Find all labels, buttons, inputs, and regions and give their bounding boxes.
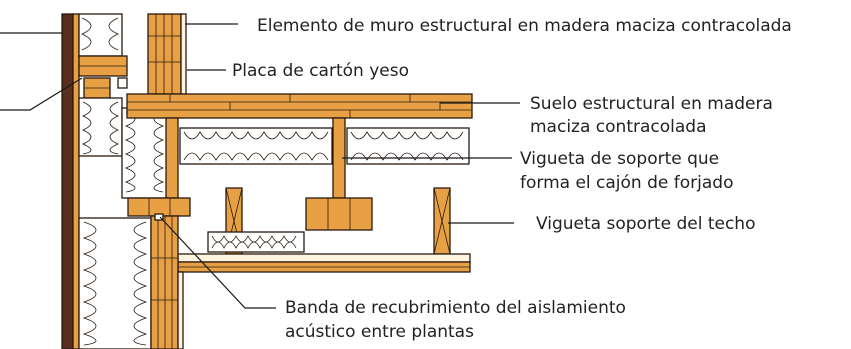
- ceiling-insulation: [207, 231, 305, 253]
- support-joist-right: [305, 117, 373, 231]
- label-ceiling-joist: Vigueta soporte del techo: [536, 214, 755, 234]
- ceiling-boards: [177, 253, 471, 273]
- exterior-cladding: [61, 13, 80, 349]
- exterior-insulation-lower: [78, 217, 152, 349]
- label-band-line1: Banda de recubrimiento del aislamiento: [285, 298, 626, 318]
- exterior-insulation-middle: [78, 97, 123, 157]
- clt-floor-slab: [126, 93, 473, 119]
- upper-clt-wall-element: [147, 13, 182, 95]
- support-joist-left: [127, 117, 191, 217]
- wall-header-beam: [78, 55, 128, 99]
- label-joist-line2: forma el cajón de forjado: [520, 173, 733, 193]
- acoustic-band: [154, 213, 164, 221]
- label-floor-line1: Suelo estructural en madera: [530, 94, 773, 114]
- labels: Elemento de muro estructural en madera m…: [232, 16, 792, 342]
- label-plasterboard: Placa de cartón yeso: [232, 61, 409, 81]
- label-band-line2: acústico entre plantas: [285, 322, 474, 342]
- interior-insulation-middle: [121, 107, 168, 199]
- leader-lines: [0, 23, 520, 309]
- lower-clt-wall-element: [150, 215, 179, 349]
- plasterboard-lower: [177, 271, 184, 349]
- exterior-insulation-upper: [78, 13, 123, 57]
- label-joist-line1: Vigueta de soporte que: [520, 149, 719, 169]
- plasterboard-upper: [180, 13, 187, 95]
- label-wall-element: Elemento de muro estructural en madera m…: [257, 16, 792, 36]
- ceiling-joist-right: [433, 187, 451, 255]
- label-floor-line2: maciza contracolada: [530, 117, 706, 137]
- cassette-insulation: [179, 127, 470, 165]
